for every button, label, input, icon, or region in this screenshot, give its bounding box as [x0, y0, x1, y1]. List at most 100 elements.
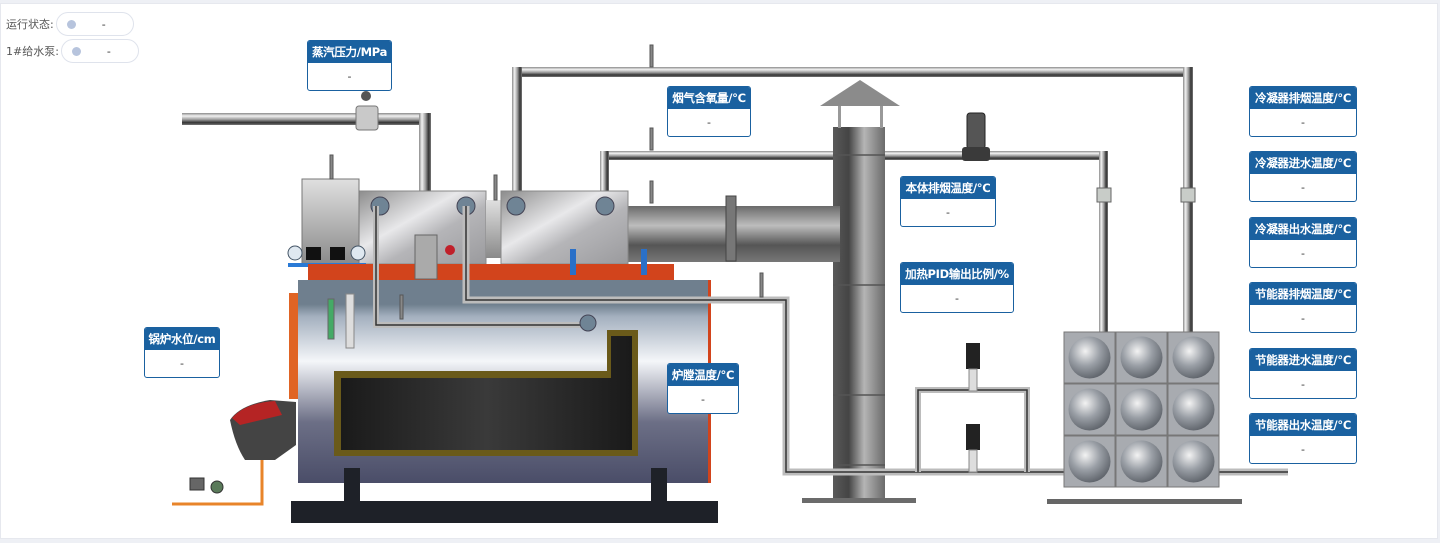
steam-flowmeter-head — [361, 91, 371, 101]
pump1-indicator: 1#给水泵: - — [6, 39, 139, 63]
chimney — [833, 127, 885, 500]
burner-cover — [232, 401, 282, 425]
circulation-pump — [966, 112, 986, 150]
middle-loop-left — [600, 151, 609, 207]
gauge-title: 冷凝器排烟温度/℃ — [1250, 87, 1356, 109]
gauge-furnace-temp[interactable]: 炉膛温度/℃ - — [667, 363, 739, 414]
gauge-value: - — [180, 357, 184, 370]
water-level-gauge-body — [345, 293, 355, 349]
boiler-internal-pipe — [375, 206, 590, 326]
thermocouples — [329, 44, 764, 320]
valve-condenser-in — [1096, 187, 1112, 203]
pump1-dot-icon — [71, 46, 81, 56]
flue-connector — [486, 200, 502, 258]
pressure-transmitter — [210, 480, 224, 494]
flange — [579, 314, 597, 332]
circulation-pump-base — [962, 147, 990, 161]
flange — [506, 196, 526, 216]
steam-flowmeter — [355, 105, 379, 131]
feed-pump-2-shaft — [968, 449, 978, 473]
run-state-indicator: 运行状态: - — [6, 12, 134, 36]
tank-panel-dome — [1172, 336, 1215, 379]
gauge-value: - — [347, 70, 352, 83]
gauge-title: 节能器进水温度/℃ — [1250, 349, 1356, 371]
run-state-dot-icon — [66, 19, 76, 29]
gauge-economizer-outlet-temp[interactable]: 节能器出水温度/℃ - — [1249, 413, 1357, 464]
top-loop-pipe — [512, 67, 1192, 77]
pressure-gauge-icon — [287, 245, 303, 261]
chimney-rings — [833, 154, 885, 466]
top-loop-left — [512, 67, 522, 207]
gauge-title: 锅炉水位/cm — [145, 328, 219, 350]
water-level-gauge — [327, 298, 335, 340]
gauge-value: - — [1301, 247, 1305, 260]
economizer-return-pipe-edge — [465, 206, 1288, 473]
gauge-value: - — [946, 206, 950, 219]
chimney-cap — [820, 80, 900, 106]
tank-panel-dome — [1120, 440, 1163, 483]
gauge-value: - — [1301, 116, 1305, 129]
gauge-title: 冷凝器进水温度/℃ — [1250, 152, 1356, 174]
gauge-value: - — [1301, 181, 1305, 194]
tank-panel-dome — [1120, 336, 1163, 379]
feed-pump-2 — [966, 424, 980, 450]
feed-pump-1 — [966, 343, 980, 369]
gas-flowmeter — [189, 477, 205, 491]
gauge-value: - — [1301, 378, 1305, 391]
tank-panel-dome — [1172, 440, 1215, 483]
gauge-economizer-inlet-temp[interactable]: 节能器进水温度/℃ - — [1249, 348, 1357, 399]
gauge-title: 烟气含氧量/℃ — [668, 87, 750, 109]
feed-pump-1-shaft — [968, 368, 978, 392]
gauge-value: - — [707, 116, 711, 129]
safety-valve — [570, 249, 576, 275]
gauge-flue-oxygen[interactable]: 烟气含氧量/℃ - — [667, 86, 751, 137]
gauge-title: 节能器出水温度/℃ — [1250, 414, 1356, 436]
fuel-line — [172, 460, 264, 506]
run-state-pill: - — [55, 12, 134, 36]
steam-pipe — [182, 113, 430, 125]
gauge-title: 冷凝器出水温度/℃ — [1250, 218, 1356, 240]
gauge-condenser-outlet-temp[interactable]: 冷凝器出水温度/℃ - — [1249, 217, 1357, 268]
water-tank — [1063, 331, 1220, 488]
boiler-leg — [651, 468, 667, 502]
flange — [595, 196, 615, 216]
gauge-heating-pid-output[interactable]: 加热PID输出比例/% - — [900, 262, 1014, 313]
water-tank-base — [1047, 499, 1242, 504]
run-state-value: - — [101, 17, 106, 31]
tank-panel-dome — [1068, 440, 1111, 483]
gauge-boiler-water-level[interactable]: 锅炉水位/cm - — [144, 327, 220, 378]
gauge-value: - — [955, 292, 959, 305]
gauge-economizer-exhaust-temp[interactable]: 节能器排烟温度/℃ - — [1249, 282, 1357, 333]
gauge-value: - — [701, 393, 705, 406]
boiler-front-plate — [289, 293, 298, 399]
display-panel — [330, 247, 345, 260]
boiler-red-band — [308, 264, 674, 280]
valve-handwheel — [445, 245, 455, 255]
gauge-title: 本体排烟温度/℃ — [901, 177, 995, 199]
gauge-title: 节能器排烟温度/℃ — [1250, 283, 1356, 305]
boiler-base — [291, 501, 718, 523]
tank-panel-dome — [1120, 388, 1163, 431]
gauge-title: 加热PID输出比例/% — [901, 263, 1013, 285]
flue-flange — [725, 195, 737, 262]
gauge-condenser-exhaust-temp[interactable]: 冷凝器排烟温度/℃ - — [1249, 86, 1357, 137]
chimney-base — [802, 498, 916, 503]
chimney-cap-leg — [880, 106, 883, 128]
gauge-title: 蒸汽压力/MPa — [308, 41, 391, 63]
pump1-label: 1#给水泵: — [6, 45, 59, 58]
tank-panel-dome — [1172, 388, 1215, 431]
gauge-condenser-inlet-temp[interactable]: 冷凝器进水温度/℃ - — [1249, 151, 1357, 202]
gauge-steam-pressure[interactable]: 蒸汽压力/MPa - — [307, 40, 392, 91]
display-panel — [306, 247, 321, 260]
tank-panel-dome — [1068, 336, 1111, 379]
safety-valve — [641, 249, 647, 275]
main-steam-valve — [414, 234, 438, 280]
pressure-gauge-icon — [350, 245, 366, 261]
valve-condenser-out — [1180, 187, 1196, 203]
gauge-body-exhaust-temp[interactable]: 本体排烟温度/℃ - — [900, 176, 996, 227]
furnace-interior — [341, 336, 632, 450]
boiler-leg — [344, 468, 360, 502]
gauge-value: - — [1301, 443, 1305, 456]
gauge-value: - — [1301, 312, 1305, 325]
